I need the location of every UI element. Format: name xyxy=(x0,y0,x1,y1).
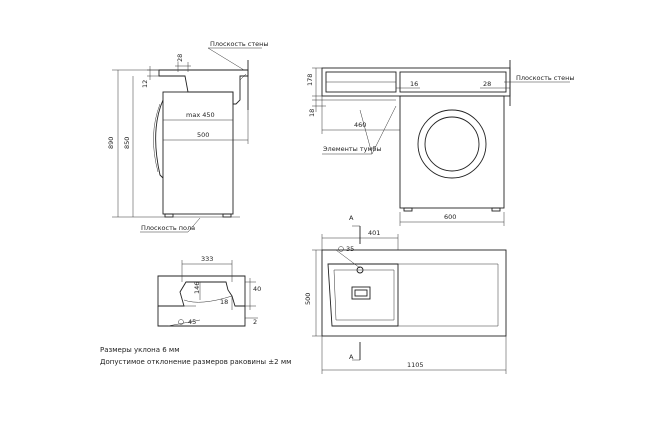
dim-890: 890 xyxy=(107,137,115,149)
dim-500-top: 500 xyxy=(304,293,312,305)
side-view: 28 12 890 850 max 450 500 Плоскость стен… xyxy=(107,40,269,233)
dim-850: 850 xyxy=(123,137,131,149)
dim-16: 16 xyxy=(410,80,418,88)
sink-top-outline xyxy=(321,249,507,337)
door-curve xyxy=(155,99,164,179)
wall-plane-label-side: Плоскость стены xyxy=(210,40,269,48)
drain xyxy=(351,286,371,300)
dim-35: 35 xyxy=(346,245,354,253)
dim-1105: 1105 xyxy=(407,361,424,369)
floor-plane-label: Плоскость пола xyxy=(141,224,195,232)
sink-side-profile xyxy=(158,69,249,105)
dim-18-section: 18 xyxy=(220,298,228,306)
dim-333: 333 xyxy=(201,255,213,263)
note-slope: Размеры уклона 6 мм xyxy=(100,346,180,354)
note-tolerance: Допустимое отклонение размеров раковины … xyxy=(100,358,292,366)
dim-460: 460 xyxy=(354,121,366,129)
dim-500-side: 500 xyxy=(197,131,209,139)
dim-2: 2 xyxy=(253,318,257,326)
sink-section-profile xyxy=(157,275,246,307)
section-view: 333 146 40 18 2 45 xyxy=(157,255,261,327)
top-view: A A 401 35 500 1105 xyxy=(304,214,507,374)
section-mark-top: A xyxy=(349,214,354,222)
dim-28-side: 28 xyxy=(176,54,184,62)
dim-40: 40 xyxy=(253,285,261,293)
cabinet-elements-label: Элементы тумбы xyxy=(323,145,382,153)
dim-45: 45 xyxy=(188,318,196,326)
section-mark-bottom: A xyxy=(349,353,354,361)
dim-28-front: 28 xyxy=(483,80,491,88)
dim-401: 401 xyxy=(368,229,380,237)
machine-door-inner xyxy=(424,116,480,172)
front-washing-machine xyxy=(399,95,505,209)
machine-door-outer xyxy=(417,109,487,179)
faucet-hole xyxy=(356,266,364,274)
dim-12: 12 xyxy=(141,80,149,88)
dim-18-front: 18 xyxy=(308,109,316,117)
dim-178: 178 xyxy=(306,74,314,86)
front-view: 178 18 460 16 28 Плоскость стены Элемент… xyxy=(306,60,575,226)
dim-146: 146 xyxy=(193,282,201,294)
dim-max450: max 450 xyxy=(186,111,215,119)
wall-plane-label-front: Плоскость стены xyxy=(516,74,575,82)
dim-600: 600 xyxy=(444,213,456,221)
